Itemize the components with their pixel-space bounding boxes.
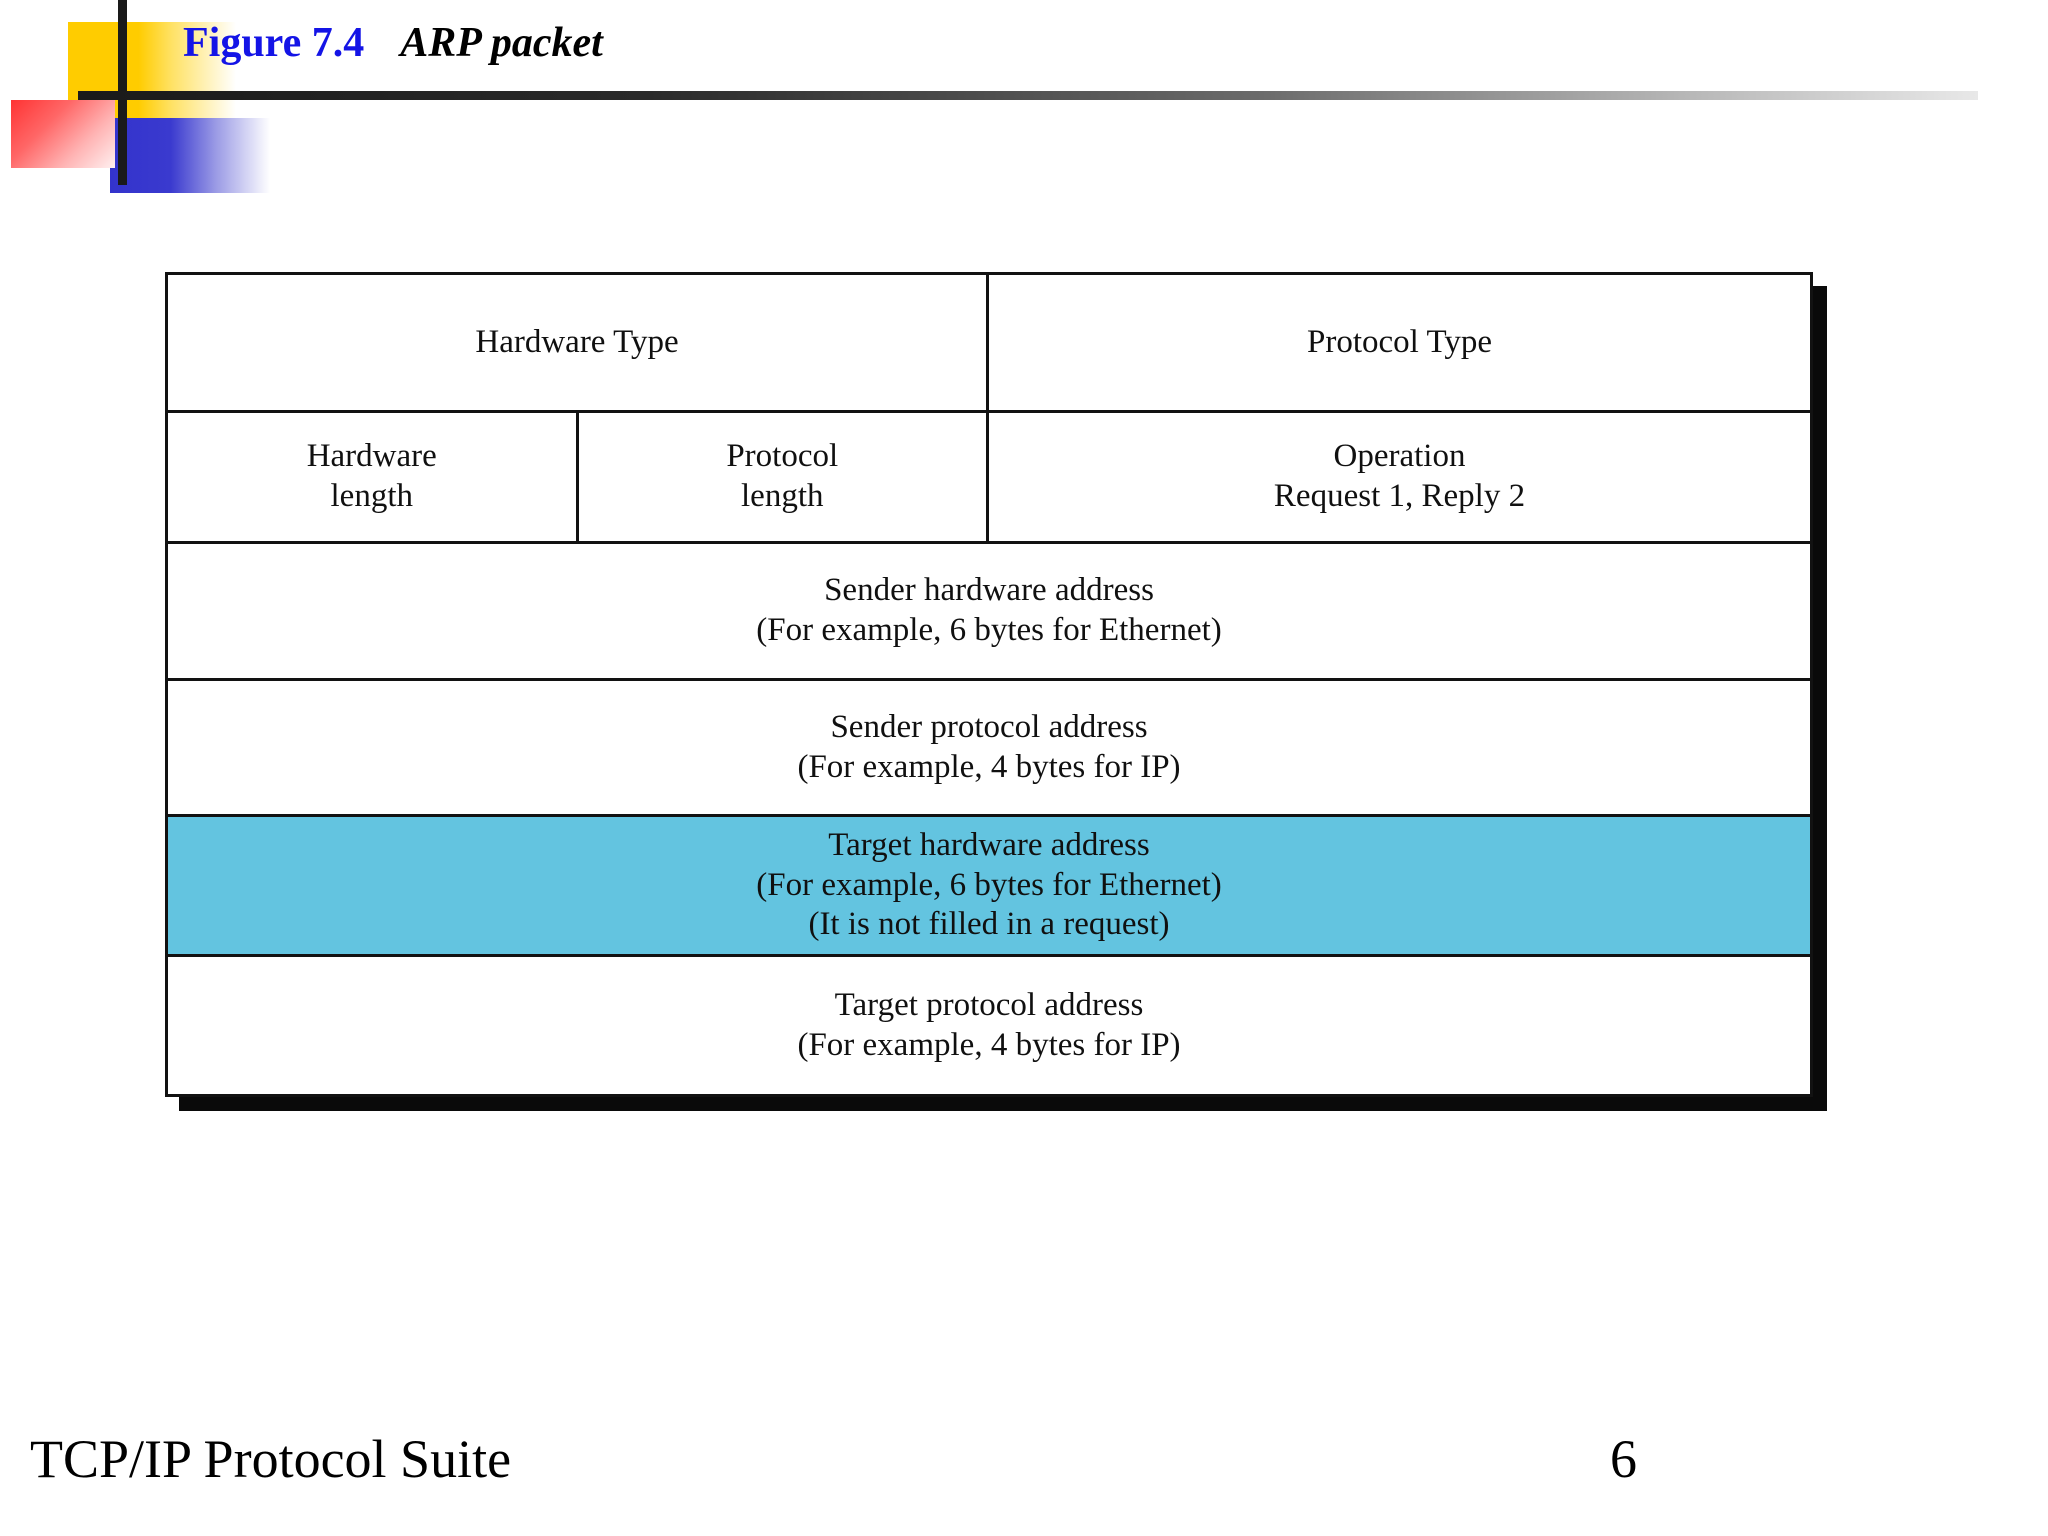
packet-field-line: length (330, 478, 413, 514)
hardware-type-cell: Hardware Type (168, 275, 989, 410)
packet-field-line: (It is not filled in a request) (808, 906, 1170, 943)
figure-title: Figure 7.4 ARP packet (183, 20, 603, 66)
sender-hardware-address-cell: Sender hardware address(For example, 6 b… (168, 544, 1810, 678)
figure-name: ARP packet (400, 20, 603, 66)
horizontal-rule-icon (78, 91, 1978, 100)
packet-field-row: Target protocol address(For example, 4 b… (168, 957, 1810, 1094)
packet-field-line: Hardware (306, 438, 437, 475)
packet-field-line: Sender hardware address (824, 572, 1154, 609)
packet-field-line: Request 1, Reply 2 (1273, 478, 1526, 514)
packet-field-line: Sender protocol address (830, 708, 1148, 745)
figure-label: Figure 7.4 (183, 20, 365, 66)
packet-field-row: Sender protocol address(For example, 4 b… (168, 681, 1810, 817)
vertical-rule-icon (118, 0, 127, 185)
packet-field-line: Target protocol address (834, 986, 1144, 1023)
page-number: 6 (1610, 1429, 1637, 1489)
packet-field-line: (For example, 4 bytes for IP) (797, 748, 1181, 785)
packet-field-row: Hardware Type Protocol Type (168, 275, 1810, 413)
red-square-icon (11, 100, 115, 168)
packet-field-line: Operation (1333, 438, 1466, 475)
packet-field-line: (For example, 6 bytes for Ethernet) (756, 612, 1222, 648)
sender-protocol-address-cell: Sender protocol address(For example, 4 b… (168, 681, 1810, 814)
packet-field-line: length (741, 478, 824, 514)
packet-field-line: (For example, 6 bytes for Ethernet) (756, 866, 1222, 903)
footer-title: TCP/IP Protocol Suite (30, 1429, 512, 1489)
packet-field-line: Target hardware address (828, 827, 1150, 864)
protocol-type-cell: Protocol Type (989, 275, 1810, 410)
packet-field-line: Protocol Type (1307, 323, 1492, 360)
packet-field-line: Hardware Type (475, 323, 679, 360)
blue-square-icon (110, 118, 270, 193)
target-protocol-address-cell: Target protocol address(For example, 4 b… (168, 957, 1810, 1094)
packet-field-row: Target hardware address(For example, 6 b… (168, 817, 1810, 957)
packet-field-line: Protocol (726, 438, 839, 475)
packet-field-line: (For example, 4 bytes for IP) (797, 1026, 1181, 1063)
packet-field-row: Sender hardware address(For example, 6 b… (168, 544, 1810, 681)
target-hardware-address-cell: Target hardware address(For example, 6 b… (168, 817, 1810, 954)
